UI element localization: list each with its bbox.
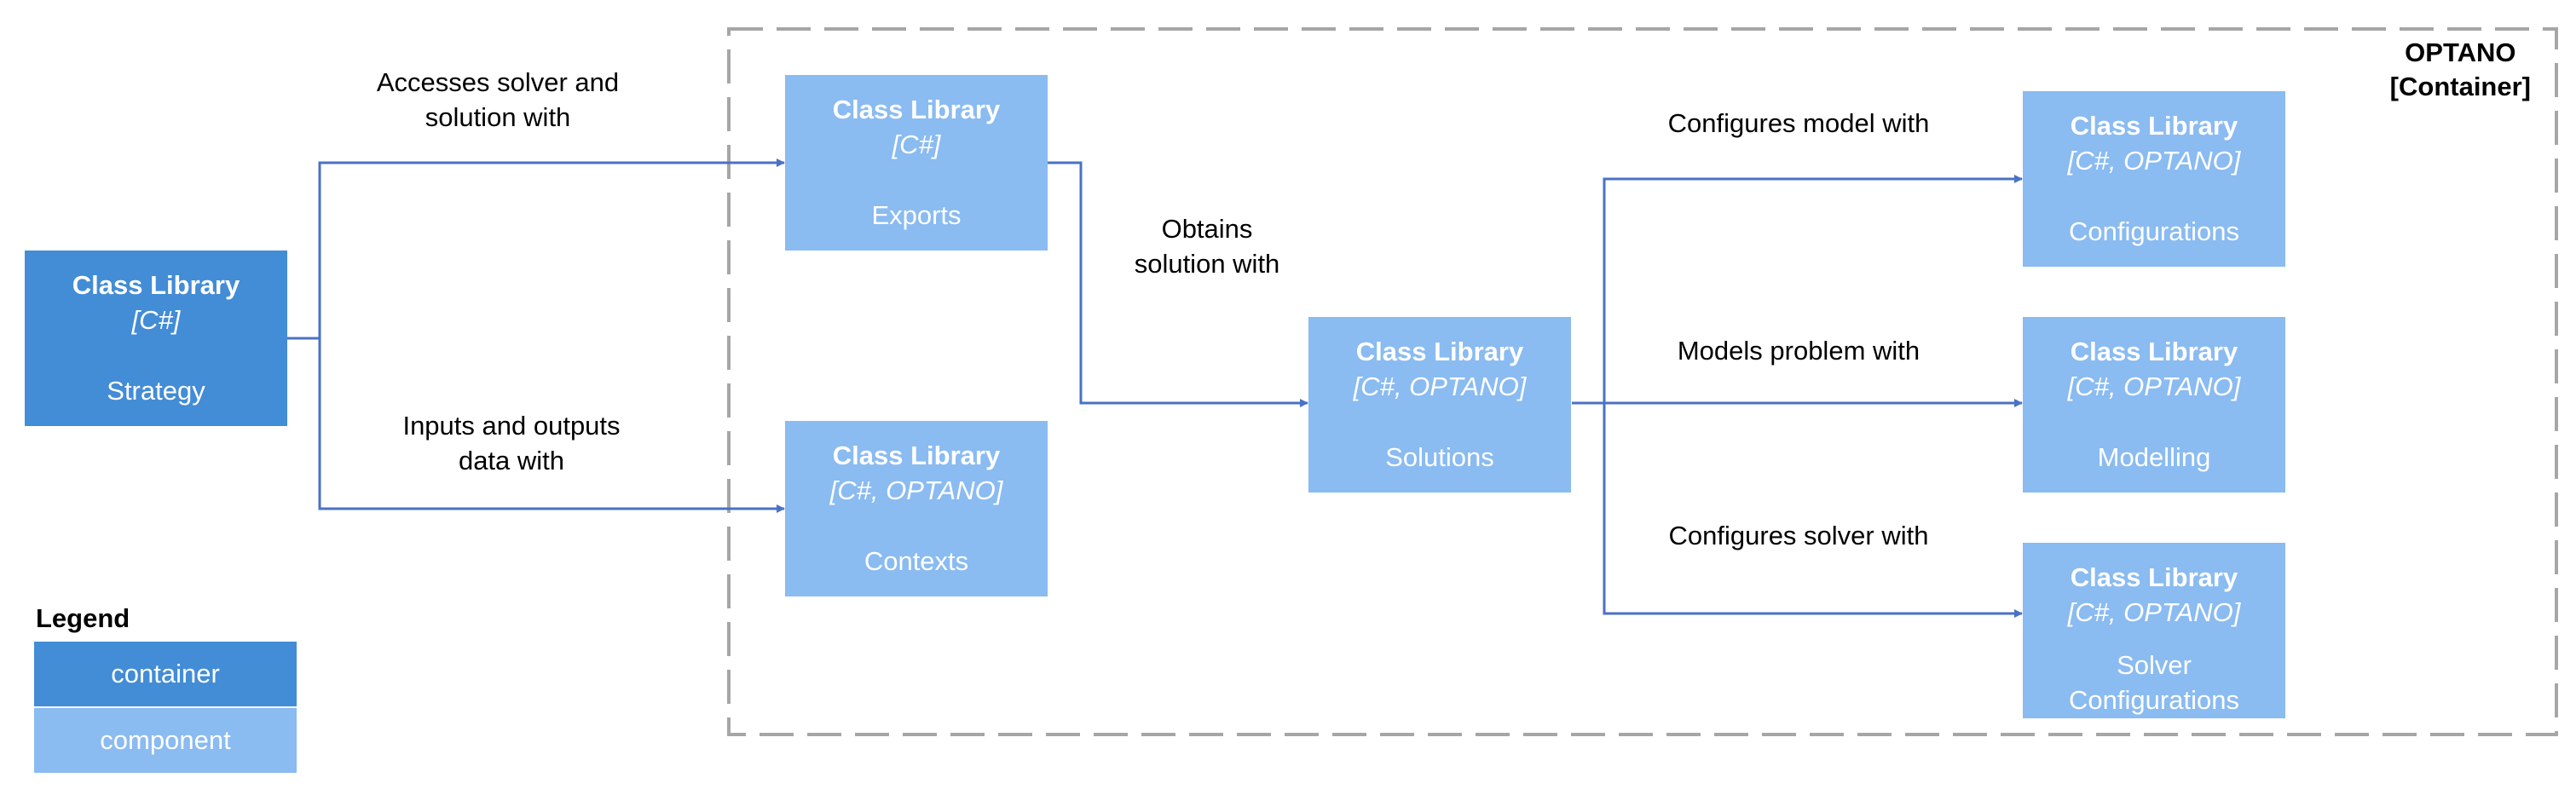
strategy-node: Class Library [C#] Strategy	[25, 251, 287, 426]
solutions-node: Class Library [C#, OPTANO] Solutions	[1308, 317, 1571, 493]
node-technology: [C#, OPTANO]	[1353, 372, 1527, 401]
node-name: Modelling	[2097, 442, 2211, 472]
contexts-node: Class Library [C#, OPTANO] Contexts	[785, 421, 1048, 596]
node-title: Class Library	[832, 95, 1001, 124]
edge-label-line: Models problem with	[1677, 336, 1920, 366]
boundary-name: OPTANO	[2405, 37, 2516, 67]
edge-exports-to-solutions	[1048, 161, 1308, 407]
edge-label-line: solution with	[425, 102, 571, 132]
node-title: Class Library	[832, 441, 1001, 470]
node-technology: [C#, OPTANO]	[829, 475, 1003, 505]
exports-node: Class Library [C#] Exports	[785, 75, 1048, 251]
node-name: Strategy	[107, 376, 205, 406]
node-title: Class Library	[2070, 337, 2238, 366]
node-title: Class Library	[72, 270, 240, 300]
node-technology: [C#, OPTANO]	[2067, 597, 2241, 627]
node-name: Exports	[871, 200, 962, 230]
edge-label-line: Obtains	[1161, 214, 1253, 244]
edge-label-line: data with	[458, 446, 565, 475]
edge-label-solutions-modelling: Models problem with	[1620, 333, 1978, 368]
edge-strategy-to-exports	[318, 158, 785, 338]
node-name-line1: Solver	[2117, 650, 2192, 680]
node-title: Class Library	[2070, 111, 2238, 141]
configurations-node: Class Library [C#, OPTANO] Configuration…	[2023, 91, 2285, 267]
edge-label-line: Accesses solver and	[376, 67, 620, 97]
edge-label-strategy-exports: Accesses solver and solution with	[344, 65, 651, 135]
edge-label-exports-solutions: Obtains solution with	[1103, 211, 1311, 281]
node-technology: [C#]	[131, 305, 181, 335]
legend-title: Legend	[36, 603, 130, 633]
edge-label-line: Configures model with	[1667, 108, 1930, 138]
node-technology: [C#, OPTANO]	[2067, 372, 2241, 401]
edge-label-solutions-solver-configurations: Configures solver with	[1620, 518, 1978, 553]
modelling-node: Class Library [C#, OPTANO] Modelling	[2023, 317, 2285, 493]
boundary-dashed-border	[727, 27, 2558, 736]
boundary-kind: [Container]	[2389, 72, 2531, 101]
optano-container-boundary: OPTANO [Container]	[727, 27, 2558, 736]
node-title: Class Library	[2070, 562, 2238, 592]
edge-label-line: Inputs and outputs	[402, 411, 621, 441]
node-technology: [C#]	[892, 130, 941, 159]
solver-configurations-node: Class Library [C#, OPTANO] Solver Config…	[2023, 543, 2285, 718]
node-title: Class Library	[1355, 337, 1524, 366]
node-name: Solutions	[1385, 442, 1494, 472]
edge-label-strategy-contexts: Inputs and outputs data with	[358, 408, 665, 478]
legend-container-swatch: container	[34, 642, 297, 706]
node-technology: [C#, OPTANO]	[2067, 146, 2241, 176]
node-name: Configurations	[2069, 216, 2239, 246]
node-name: Contexts	[863, 546, 969, 576]
edge-label-line: solution with	[1134, 249, 1280, 279]
edge-label-solutions-configurations: Configures model with	[1620, 106, 1978, 141]
edge-solutions-to-configurations	[1603, 175, 2023, 403]
edge-solutions-to-solver-configurations	[1603, 403, 2023, 618]
node-name-line2: Configurations	[2069, 685, 2239, 715]
legend-component-swatch: component	[34, 708, 297, 773]
edge-strategy-to-contexts	[318, 338, 785, 513]
edge-label-line: Configures solver with	[1668, 521, 1929, 550]
boundary-label: OPTANO [Container]	[2390, 36, 2531, 104]
